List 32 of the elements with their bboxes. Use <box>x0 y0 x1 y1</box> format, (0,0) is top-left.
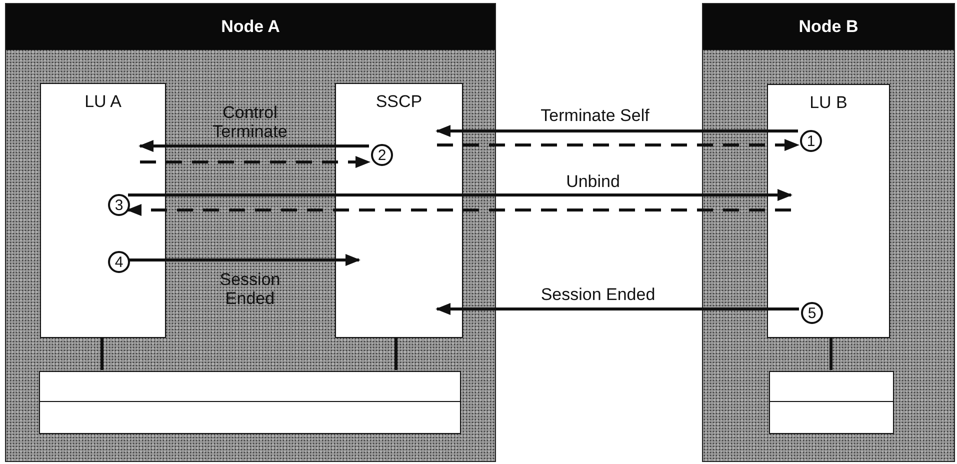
step-number: 2 <box>371 144 393 166</box>
arrow <box>436 125 798 137</box>
layer-bar <box>769 371 894 402</box>
step-number: 3 <box>108 194 130 216</box>
node-panel <box>5 3 496 462</box>
arrow <box>128 189 792 201</box>
step-number: 4 <box>108 251 130 273</box>
component-box <box>335 83 463 338</box>
arrow <box>128 254 360 266</box>
panel-header: Node A <box>6 4 495 50</box>
layer-bar <box>769 401 894 434</box>
layer-bar <box>39 401 461 434</box>
edge-label: Session Ended <box>218 270 282 308</box>
layer-bar <box>39 371 461 402</box>
box-title: LU B <box>808 93 848 113</box>
arrow <box>436 303 799 315</box>
box-title: SSCP <box>374 92 424 112</box>
connector-line <box>100 337 104 370</box>
arrow <box>138 140 369 152</box>
component-box <box>40 83 166 338</box>
arrow <box>437 139 800 151</box>
arrow <box>140 156 370 168</box>
box-title: LU A <box>84 92 122 112</box>
step-number: 5 <box>801 302 823 324</box>
edge-label: Control Terminate <box>212 103 288 141</box>
step-number: 1 <box>800 130 822 152</box>
component-box <box>767 84 890 338</box>
connector-line <box>394 337 398 370</box>
panel-header: Node B <box>703 4 954 50</box>
arrow <box>126 204 791 216</box>
node-panel <box>702 3 955 462</box>
connector-line <box>830 337 832 370</box>
